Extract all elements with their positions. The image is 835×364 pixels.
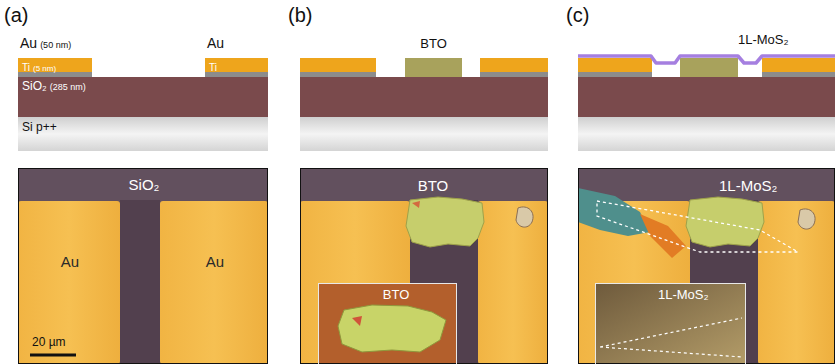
photo-label: Au xyxy=(61,253,79,270)
cross-section-a xyxy=(18,58,268,151)
inset-ground xyxy=(595,283,745,364)
micrograph-frame: BTO BTO xyxy=(300,168,548,364)
panel-letter: (a) xyxy=(4,4,28,27)
layer-label: Au xyxy=(207,35,224,51)
layer-label: BTO xyxy=(420,37,447,52)
scale-label: 20 µm xyxy=(32,336,66,350)
micrograph-b xyxy=(300,168,548,364)
panel-letter: (c) xyxy=(566,4,589,27)
photo-label: SiO₂ xyxy=(129,176,160,193)
ti-layer xyxy=(578,72,652,77)
inset-ground xyxy=(318,283,456,364)
gold-pad-region: Au xyxy=(161,201,268,364)
layer-label: 1L-MoS₂ xyxy=(738,33,789,48)
si-layer xyxy=(18,117,268,151)
layer-label: (5 nm) xyxy=(33,64,56,73)
ti-layer xyxy=(300,72,376,77)
debris xyxy=(516,207,533,227)
au-layer xyxy=(578,58,652,72)
micrograph-frame: 1L-MoS₂ 1L-MoS₂ xyxy=(578,168,835,364)
cross-section-b xyxy=(300,58,548,151)
au-layer xyxy=(480,58,548,72)
bto-block xyxy=(405,58,462,77)
ti-layer xyxy=(762,72,835,77)
ti-layer xyxy=(480,72,548,77)
gold-pad xyxy=(758,201,835,364)
thick-flake xyxy=(578,188,650,236)
micrograph-frame: SiO₂ Au Au xyxy=(18,168,268,364)
mos2-outline xyxy=(597,201,798,252)
bto-block xyxy=(680,58,738,77)
bto-flake xyxy=(686,197,764,247)
gold-pad xyxy=(478,201,548,364)
panel-letter: (b) xyxy=(288,4,312,27)
photo-label: Au xyxy=(206,253,224,270)
layer-label: (50 nm) xyxy=(40,40,71,50)
si-layer: Si p++ xyxy=(18,117,268,151)
layer-label: Ti xyxy=(209,62,217,74)
gold-pad xyxy=(160,201,268,364)
thick-flake xyxy=(640,214,686,258)
flake-spot xyxy=(352,316,362,326)
mos2-layer: 1L-MoS₂ xyxy=(578,52,835,66)
mos2-layer xyxy=(578,56,835,63)
layer-label: Si p++ xyxy=(22,121,57,135)
gold-pad xyxy=(18,201,120,364)
debris xyxy=(798,209,815,229)
micrograph-a xyxy=(18,168,268,364)
au-layer xyxy=(762,58,835,72)
sio2-layer xyxy=(300,77,548,117)
si-layer xyxy=(578,117,835,151)
substrate-area xyxy=(300,168,548,364)
layer-label: Ti xyxy=(22,62,30,74)
photo-label: 1L-MoS₂ xyxy=(658,288,709,303)
sio2-layer xyxy=(578,77,835,117)
flake-spot xyxy=(412,201,420,208)
scale-bar xyxy=(30,354,76,357)
sio2-layer: SiO₂(285 nm) xyxy=(18,77,268,117)
layer-label: (285 nm) xyxy=(50,82,86,92)
layer-label: SiO₂ xyxy=(22,80,47,94)
mos2-outline xyxy=(600,318,742,357)
bto-block: BTO xyxy=(405,58,462,77)
micrograph-c xyxy=(578,168,835,364)
photo-label: BTO xyxy=(418,177,449,194)
substrate-area xyxy=(18,168,268,364)
channel-gap xyxy=(120,200,160,364)
inset-frame: 1L-MoS₂ xyxy=(595,283,746,364)
bto-flake xyxy=(338,305,446,352)
si-layer xyxy=(300,117,548,151)
au-layer xyxy=(300,58,376,72)
cross-section-c xyxy=(578,56,835,151)
photo-label: BTO xyxy=(383,288,410,303)
substrate-area xyxy=(578,168,835,364)
inset-frame: BTO xyxy=(318,283,457,364)
photo-label: 1L-MoS₂ xyxy=(719,177,777,194)
sio2-layer xyxy=(18,77,268,117)
layer-label: Au xyxy=(20,35,37,51)
bto-flake xyxy=(406,197,484,247)
